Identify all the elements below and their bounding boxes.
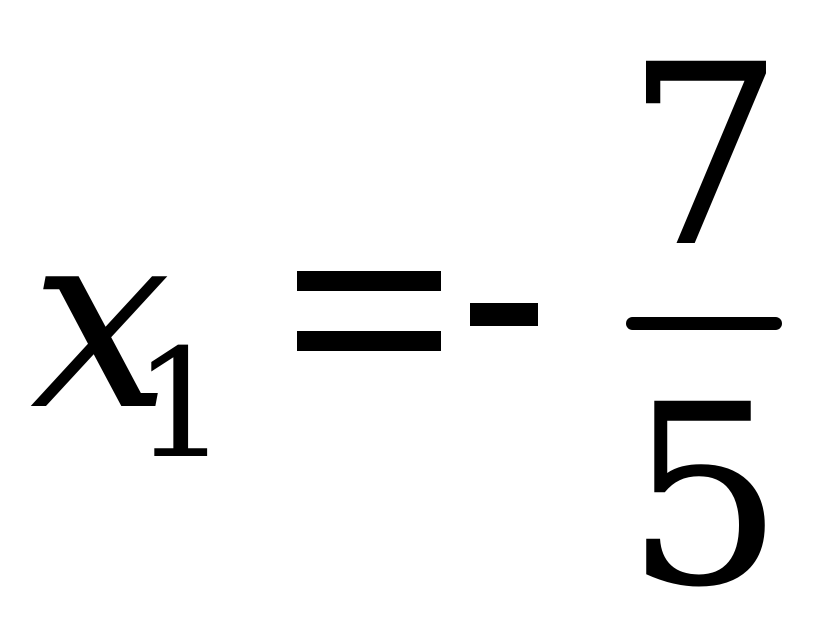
equals-sign-bottom-bar — [297, 331, 441, 351]
fraction-denominator: 5 — [625, 351, 785, 642]
math-formula: x 1 7 5 — [30, 11, 785, 622]
minus-sign — [470, 303, 538, 326]
fraction-numerator: 7 — [625, 11, 785, 302]
equals-sign-top-bar — [297, 271, 441, 291]
variable-x: x — [30, 174, 171, 465]
subscript-1: 1 — [133, 318, 229, 492]
fraction-bar — [626, 317, 782, 330]
